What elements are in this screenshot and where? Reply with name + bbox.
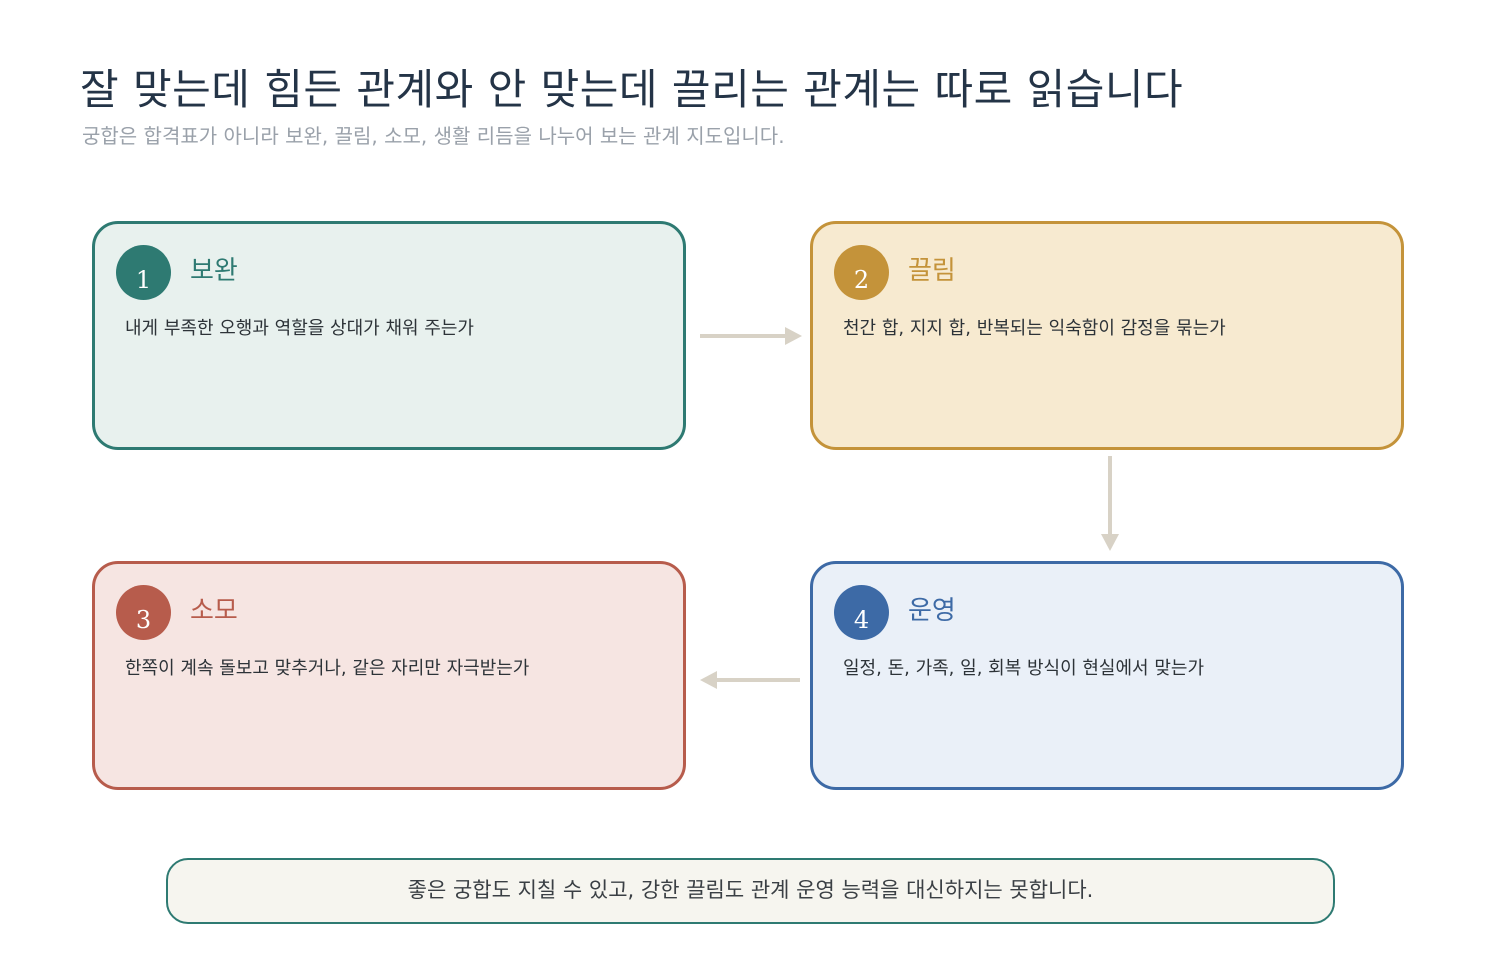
card-drain: 3 소모 한쪽이 계속 돌보고 맞추거나, 같은 자리만 자극받는가 <box>92 561 686 790</box>
card-attraction: 2 끌림 천간 합, 지지 합, 반복되는 익숙함이 감정을 묶는가 <box>810 221 1404 450</box>
step-number-badge: 4 <box>834 585 889 640</box>
card-title: 운영 <box>908 596 956 626</box>
page-subtitle: 궁합은 합격표가 아니라 보완, 끌림, 소모, 생활 리듬을 나누어 보는 관… <box>82 124 785 148</box>
card-title: 보완 <box>190 256 238 286</box>
card-complement: 1 보완 내게 부족한 오행과 역할을 상대가 채워 주는가 <box>92 221 686 450</box>
card-title: 끌림 <box>908 256 956 286</box>
card-description: 천간 합, 지지 합, 반복되는 익숙함이 감정을 묶는가 <box>843 318 1226 339</box>
card-description: 한쪽이 계속 돌보고 맞추거나, 같은 자리만 자극받는가 <box>125 658 530 679</box>
page-title: 잘 맞는데 힘든 관계와 안 맞는데 끌리는 관계는 따로 읽습니다 <box>80 65 1184 114</box>
card-description: 일정, 돈, 가족, 일, 회복 방식이 현실에서 맞는가 <box>843 658 1205 679</box>
arrow-1-to-2-head <box>785 327 802 345</box>
step-number-badge: 1 <box>116 245 171 300</box>
arrow-2-to-4-head <box>1101 534 1119 551</box>
footer-note: 좋은 궁합도 지칠 수 있고, 강한 끌림도 관계 운영 능력을 대신하지는 못… <box>166 858 1335 924</box>
arrow-4-to-3-head <box>700 671 717 689</box>
step-number-badge: 3 <box>116 585 171 640</box>
card-description: 내게 부족한 오행과 역할을 상대가 채워 주는가 <box>125 318 474 339</box>
step-number-badge: 2 <box>834 245 889 300</box>
card-operation: 4 운영 일정, 돈, 가족, 일, 회복 방식이 현실에서 맞는가 <box>810 561 1404 790</box>
card-title: 소모 <box>190 596 238 626</box>
